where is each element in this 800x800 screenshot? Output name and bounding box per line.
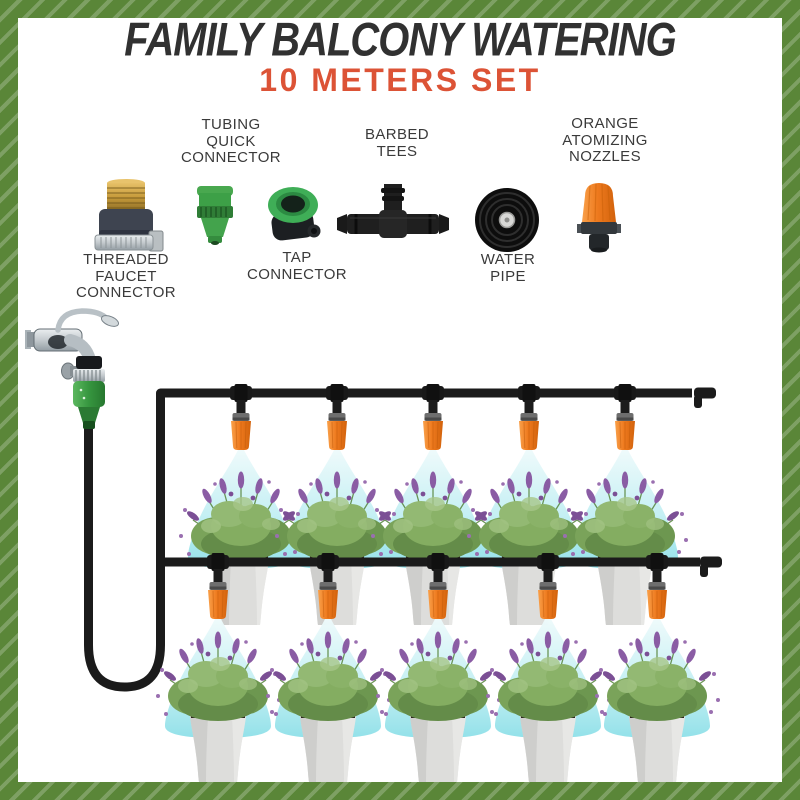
label-line: PIPE <box>490 267 526 285</box>
label-line: ORANGE <box>571 115 639 132</box>
page-title: FAMILY BALCONY WATERING <box>124 13 676 66</box>
faucet-handle <box>55 308 110 333</box>
label-line: ATOMIZING <box>562 131 648 149</box>
tubing-quick-connector-label: TUBING QUICK CONNECTOR <box>181 116 281 167</box>
label-line: BARBED <box>364 126 430 143</box>
water-pipe-icon <box>475 188 539 252</box>
page-subtitle: 10 METERS SET <box>259 62 541 98</box>
pipe-end-cap-top <box>694 387 716 408</box>
barbed-tees-label: BARBED TEES <box>364 126 430 160</box>
label-line: TAP <box>282 249 312 266</box>
label-line: TUBING <box>201 116 261 133</box>
threaded-faucet-connector-label: THREADED FAUCET CONNECTOR <box>76 251 176 302</box>
threaded-faucet-connector-icon <box>94 179 164 252</box>
garden-faucet <box>25 308 120 366</box>
tubing-quick-connector-icon <box>197 186 233 245</box>
label-line: WATER <box>480 251 536 268</box>
label-line: QUICK <box>206 132 256 150</box>
faucet-and-supply-line <box>25 308 716 692</box>
water-pipe-label: WATER PIPE <box>480 251 536 285</box>
label-line: NOZZLES <box>569 148 641 165</box>
component-icons <box>94 179 621 253</box>
label-line: TEES <box>376 142 418 160</box>
label-line: CONNECTOR <box>76 284 176 301</box>
tap-connector-label: TAP CONNECTOR <box>247 249 347 283</box>
main-water-pipe <box>84 388 692 692</box>
label-line: CONNECTOR <box>181 149 281 166</box>
label-line: CONNECTOR <box>247 265 347 283</box>
atomizing-nozzle-icon <box>577 183 621 253</box>
label-line: FAUCET <box>95 267 157 285</box>
orange-atomizing-nozzles-label: ORANGE ATOMIZING NOZZLES <box>562 115 648 166</box>
label-line: THREADED <box>83 251 169 268</box>
bottom-row-plants <box>155 630 721 722</box>
faucet-quick-connector <box>61 356 105 429</box>
barbed-tee-icon <box>337 184 449 238</box>
tap-connector-icon <box>268 187 321 241</box>
